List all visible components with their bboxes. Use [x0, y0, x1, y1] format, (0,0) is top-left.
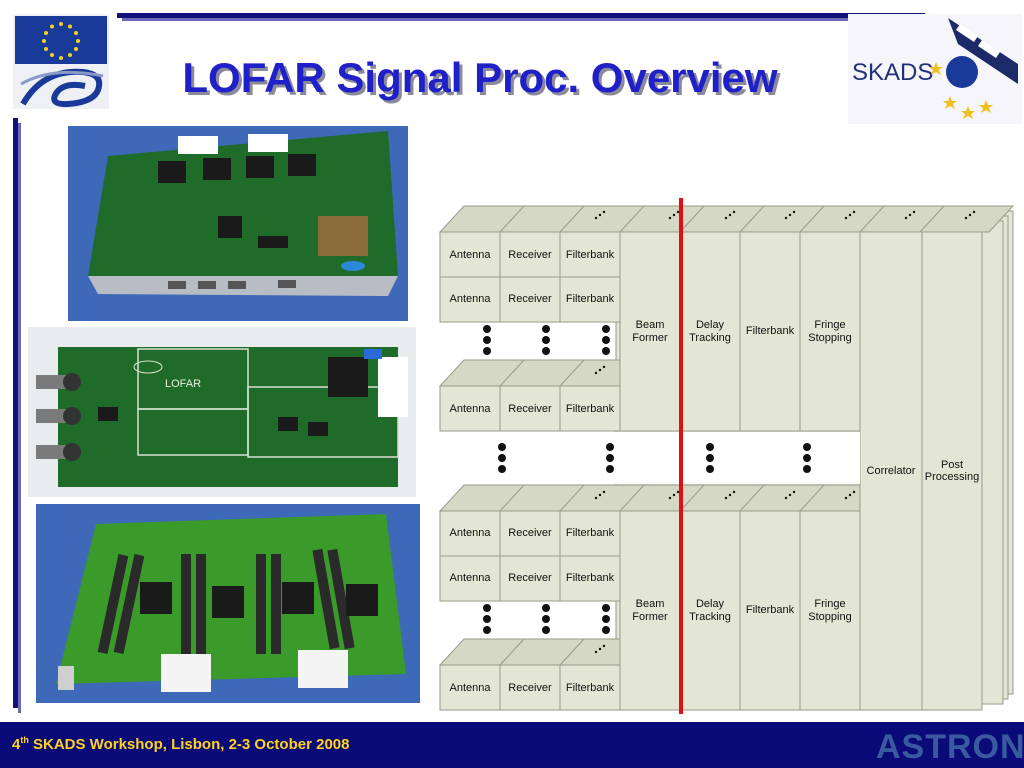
receiver-label: Receiver	[508, 682, 552, 694]
antenna-label: Antenna	[450, 249, 492, 261]
stopping-label: Stopping	[808, 611, 851, 623]
delay-tracking-box	[679, 510, 741, 711]
antenna-box	[439, 555, 501, 602]
beam-label: Beam	[636, 598, 665, 610]
side-rule-shadow	[18, 123, 21, 713]
signal-processing-diagram: .bx { fill:#e3e6d5; stroke:#9a9a8a; stro…	[436, 196, 1020, 716]
board-label: LOFAR	[165, 378, 201, 390]
delay-label: Delay	[696, 319, 725, 331]
receiver-label: Receiver	[508, 403, 552, 415]
skads-logo: SKADS	[848, 14, 1022, 124]
header-rule	[117, 13, 925, 18]
filterbank2-box	[739, 231, 801, 432]
footer-bar	[0, 722, 1024, 768]
fringe-stopping-box	[799, 231, 861, 432]
filterbank2-label: Filterbank	[746, 604, 795, 616]
header-rule-shadow	[122, 18, 930, 21]
post-label: Post	[941, 459, 963, 471]
antenna-box	[439, 231, 501, 278]
delay-label: Delay	[696, 598, 725, 610]
board-photo-3	[36, 504, 420, 703]
antenna-box	[439, 664, 501, 711]
filterbank-label: Filterbank	[566, 403, 615, 415]
filterbank-label: Filterbank	[566, 293, 615, 305]
former-label: Former	[632, 611, 668, 623]
post-processing-box	[921, 231, 983, 711]
ellipsis-small-top	[594, 210, 976, 220]
row-perspective	[438, 638, 621, 666]
stopping-label: Stopping	[808, 332, 851, 344]
vertical-ellipsis	[483, 325, 610, 355]
processing-label: Processing	[925, 471, 979, 483]
antenna-label: Antenna	[450, 682, 492, 694]
antenna-box	[439, 385, 501, 432]
fringe-stopping-box	[799, 510, 861, 711]
astron-logo: ASTRON	[876, 728, 1024, 766]
beam-former-box	[619, 510, 681, 711]
filterbank2-box	[739, 510, 801, 711]
receiver-box	[499, 385, 561, 432]
footer-text: 4th SKADS Workshop, Lisbon, 2-3 October …	[12, 735, 349, 753]
receiver-label: Receiver	[508, 527, 552, 539]
footer-superscript: th	[20, 735, 29, 745]
board-photo-1	[68, 126, 408, 321]
antenna-label: Antenna	[450, 293, 492, 305]
receiver-box	[499, 510, 561, 557]
filterbank2-label: Filterbank	[746, 325, 795, 337]
tracking-label: Tracking	[689, 332, 731, 344]
filterbank-box	[559, 510, 621, 557]
group-gap	[436, 432, 860, 484]
board-photo-2: LOFAR	[28, 327, 416, 497]
footer-number: 4	[12, 736, 21, 753]
page-title: LOFAR Signal Proc. Overview	[182, 54, 778, 101]
eu-fp6-logo	[13, 14, 109, 109]
vertical-ellipsis	[483, 604, 610, 634]
filterbank-box	[559, 385, 621, 432]
beam-former-box	[619, 231, 681, 432]
receiver-label: Receiver	[508, 249, 552, 261]
fringe-label: Fringe	[814, 598, 845, 610]
antenna-label: Antenna	[450, 403, 492, 415]
vertical-ellipsis	[498, 443, 811, 473]
filterbank-label: Filterbank	[566, 572, 615, 584]
filterbank-box	[559, 231, 621, 278]
filterbank-box	[559, 276, 621, 323]
receiver-box	[499, 231, 561, 278]
filterbank-box	[559, 555, 621, 602]
row-perspective	[438, 359, 621, 387]
fringe-label: Fringe	[814, 319, 845, 331]
antenna-label: Antenna	[450, 527, 492, 539]
correlator-label: Correlator	[867, 465, 916, 477]
filterbank-label: Filterbank	[566, 527, 615, 539]
beam-label: Beam	[636, 319, 665, 331]
skads-logo-text: SKADS	[852, 59, 933, 86]
antenna-label: Antenna	[450, 572, 492, 584]
footer-caption: SKADS Workshop, Lisbon, 2-3 October 2008	[28, 736, 350, 753]
tracking-label: Tracking	[689, 611, 731, 623]
receiver-box	[499, 276, 561, 323]
filterbank-box	[559, 664, 621, 711]
filterbank-label: Filterbank	[566, 249, 615, 261]
receiver-box	[499, 664, 561, 711]
antenna-box	[439, 510, 501, 557]
correlator-box	[859, 231, 923, 711]
receiver-label: Receiver	[508, 572, 552, 584]
side-rule	[13, 118, 18, 708]
former-label: Former	[632, 332, 668, 344]
filterbank-label: Filterbank	[566, 682, 615, 694]
antenna-box	[439, 276, 501, 323]
receiver-label: Receiver	[508, 293, 552, 305]
